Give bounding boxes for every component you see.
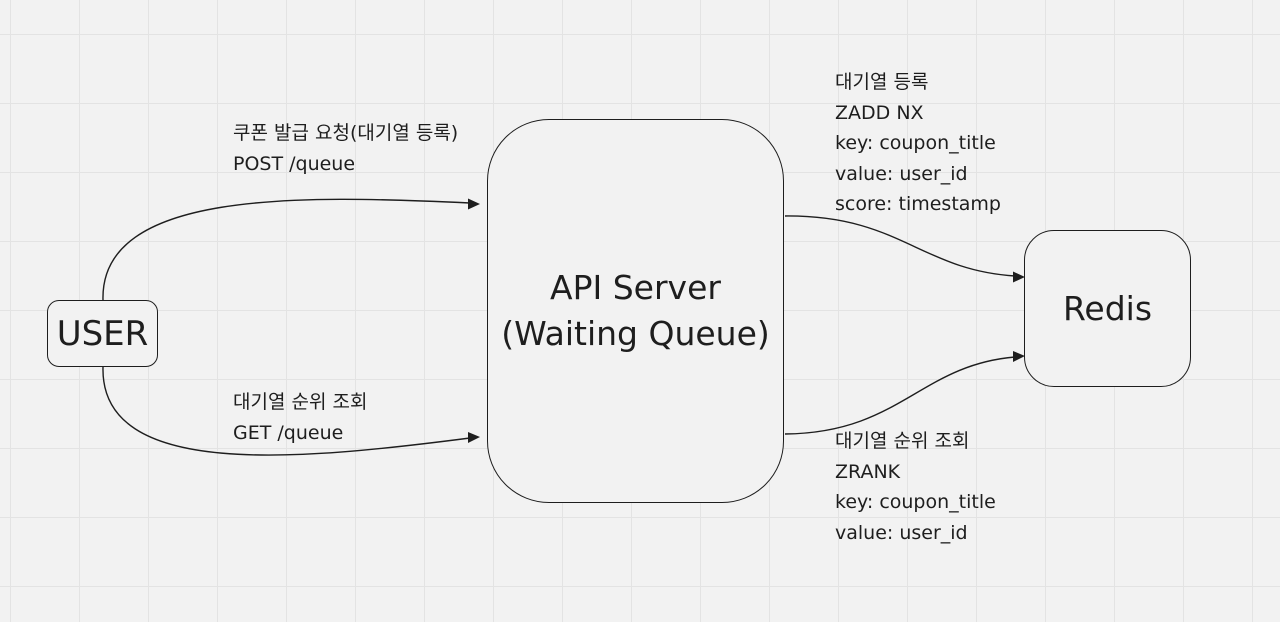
edge-user-to-api-post <box>102 198 471 301</box>
edge-label-zadd-line: value: user_id <box>835 162 968 185</box>
redis-node[interactable]: Redis <box>1024 230 1191 387</box>
edge-label-zrank-line: ZRANK <box>835 460 901 483</box>
api-server-label: API Server (Waiting Queue) <box>501 265 770 356</box>
arrowhead-post <box>468 198 480 210</box>
arrowhead-zadd <box>1013 271 1025 283</box>
user-node[interactable]: USER <box>47 300 158 367</box>
edge-label-get-line: 대기열 순위 조회 <box>233 391 368 413</box>
redis-node-label: Redis <box>1062 289 1153 328</box>
edge-label-zrank-line: key: coupon_title <box>835 491 996 513</box>
edge-user-to-api-get <box>102 366 471 456</box>
edge-api-to-redis-zadd <box>784 215 1016 277</box>
arrowhead-zrank <box>1013 351 1025 362</box>
edge-label-get: 대기열 순위 조회 GET /queue <box>233 387 367 448</box>
api-server-node[interactable]: API Server (Waiting Queue) <box>487 119 784 503</box>
edge-label-zrank-line: 대기열 순위 조회 <box>835 430 970 452</box>
edge-label-zadd-line: 대기열 등록 <box>835 71 929 93</box>
edge-label-zadd-line: ZADD NX <box>835 101 924 124</box>
edge-label-zadd-line: key: coupon_title <box>835 132 996 154</box>
edge-label-post-line: 쿠폰 발급 요청(대기열 등록) <box>233 122 459 144</box>
edge-api-to-redis-zrank <box>784 356 1016 435</box>
user-node-label: USER <box>56 313 149 354</box>
api-server-subtitle: (Waiting Queue) <box>501 314 770 353</box>
edge-label-zrank: 대기열 순위 조회 ZRANK key: coupon_title value:… <box>835 426 996 548</box>
edge-label-post: 쿠폰 발급 요청(대기열 등록) POST /queue <box>233 118 458 179</box>
arrowhead-get <box>468 432 480 443</box>
edge-label-zadd-line: score: timestamp <box>835 193 1001 215</box>
edge-label-get-line: GET /queue <box>233 421 344 444</box>
edge-label-post-line: POST /queue <box>233 152 356 175</box>
edge-label-zadd: 대기열 등록 ZADD NX key: coupon_title value: … <box>835 67 1001 220</box>
edge-label-zrank-line: value: user_id <box>835 521 968 544</box>
api-server-title: API Server <box>550 268 721 308</box>
